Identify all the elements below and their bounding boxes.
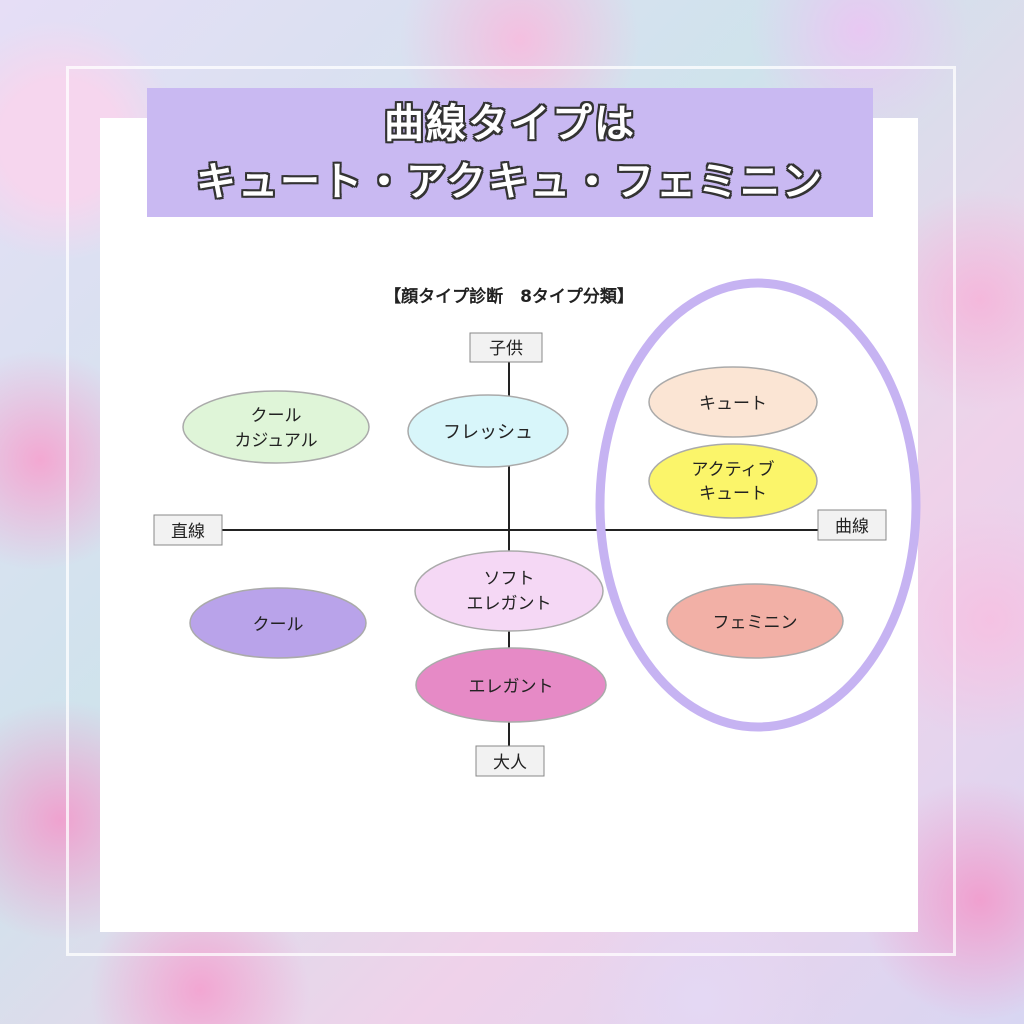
ellipse-cute: キュート bbox=[648, 366, 818, 438]
banner-line-1: 曲線タイプは bbox=[384, 100, 636, 147]
axis-label-bottom: 大人 bbox=[475, 745, 545, 777]
axis-label-bottom-text: 大人 bbox=[493, 753, 527, 773]
curve-types-highlight-ellipse bbox=[595, 278, 921, 732]
label-active-cute-2: キュート bbox=[699, 484, 767, 504]
label-elegant: エレガント bbox=[469, 677, 554, 697]
label-soft-elegant-1: ソフト bbox=[484, 569, 535, 589]
decorative-frame bbox=[66, 66, 956, 956]
label-cool-casual-2: カジュアル bbox=[234, 431, 317, 451]
label-cute: キュート bbox=[699, 394, 767, 414]
axis-label-left-text: 直線 bbox=[171, 522, 205, 542]
axis-label-right-text: 曲線 bbox=[835, 517, 869, 537]
banner-line-2: キュート・アクキュ・フェミニン bbox=[196, 158, 824, 205]
ellipse-feminine: フェミニン bbox=[666, 583, 844, 659]
ellipse-cool: クール bbox=[189, 587, 367, 659]
ellipse-cool-casual: クール カジュアル bbox=[182, 390, 370, 464]
label-active-cute-1: アクティブ bbox=[691, 459, 774, 480]
axis-label-left: 直線 bbox=[153, 514, 223, 546]
ellipse-soft-elegant: ソフト エレガント bbox=[414, 550, 604, 632]
label-feminine: フェミニン bbox=[713, 613, 798, 633]
axis-label-right: 曲線 bbox=[817, 509, 887, 541]
axis-label-top: 子供 bbox=[469, 332, 543, 363]
label-fresh: フレッシュ bbox=[443, 422, 533, 443]
axis-label-top-text: 子供 bbox=[489, 339, 523, 359]
title-banner: 曲線タイプは キュート・アクキュ・フェミニン bbox=[147, 88, 873, 217]
label-soft-elegant-2: エレガント bbox=[467, 594, 552, 614]
label-cool-casual-1: クール bbox=[251, 406, 302, 426]
ellipse-elegant: エレガント bbox=[415, 647, 607, 723]
ellipse-active-cute: アクティブ キュート bbox=[648, 443, 818, 519]
ellipse-fresh: フレッシュ bbox=[407, 394, 569, 468]
label-cool: クール bbox=[253, 615, 304, 635]
diagram-title: 【顔タイプ診断 8タイプ分類】 bbox=[384, 286, 634, 307]
